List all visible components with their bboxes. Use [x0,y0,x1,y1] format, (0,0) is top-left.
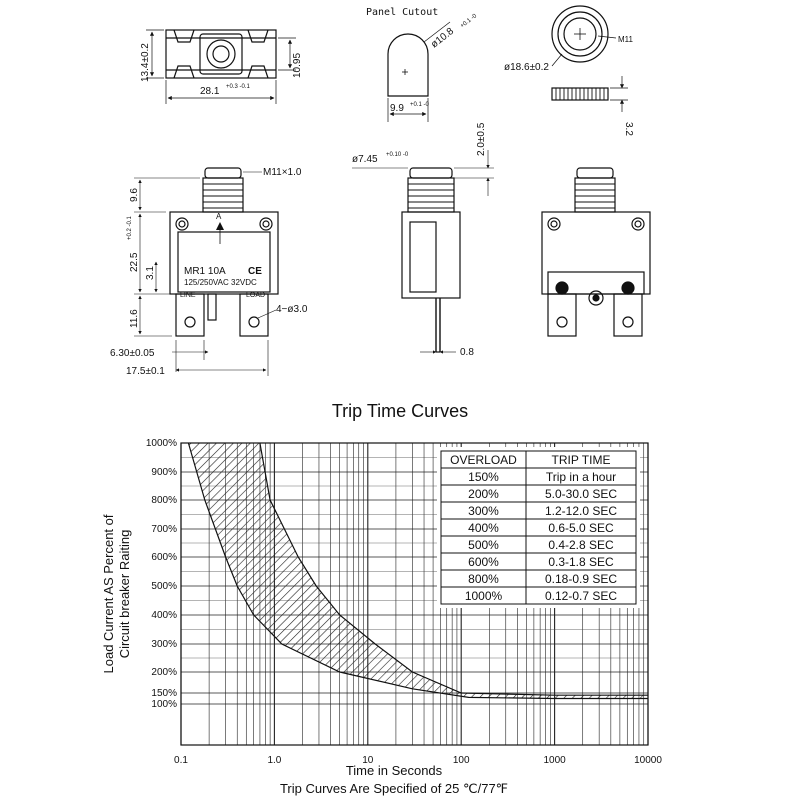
panel-cutout-shape [387,21,451,122]
table-cell: 5.0-30.0 SEC [545,487,617,501]
table-cell: 400% [468,521,499,535]
front-arrow-label: A [216,212,222,221]
top-height-dim: 13.4±0.2 [140,43,151,82]
cutout-flat-dim: 9.9 [390,103,404,114]
y-tick-label: 500% [151,581,177,592]
table-header-cell: OVERLOAD [450,453,517,467]
y-tick-label: 1000% [146,438,177,449]
trip-band-upper-curve [259,443,648,696]
y-axis-title-line2: Circuit breaker Raiting [117,530,132,659]
table-cell: 500% [468,538,499,552]
front-spacing-dim: 17.5±0.1 [126,366,165,377]
table-background [437,447,640,608]
cutout-diameter-dim: ø10.8 [429,26,456,51]
top-width-dim: 28.1 [200,86,220,97]
front-body-height-dim: 22.5 [129,252,140,272]
trip-band-lower-curve [187,443,648,700]
side-diameter-tol: +0.10 -0 [386,152,409,158]
front-mid-dim: 3.1 [145,266,156,280]
side-stroke-dim: 2.0±0.5 [476,122,487,156]
trip-time-table: OVERLOAD TRIP TIME 150% Trip in a hour 200% 5… [437,447,640,608]
table-cell: 300% [468,504,499,518]
side-view [352,150,494,354]
y-tick-label: 150% [151,688,177,699]
front-top-dim: 9.6 [129,188,140,202]
nut-thread-label: M11 [618,35,634,44]
trip-band-area [188,443,648,699]
label-line: LINE [180,292,196,299]
top-view [146,29,296,104]
table-cell: 600% [468,555,499,569]
front-hole-label: 4−ø3.0 [276,304,308,315]
y-tick-label: 300% [151,639,177,650]
table-cell: 800% [468,572,499,586]
nut-diameter-dim: ø18.6±0.2 [504,62,549,73]
table-cell: 150% [468,470,499,484]
y-tick-label: 700% [151,524,177,535]
y-tick-label: 200% [151,667,177,678]
y-tick-label: 800% [151,495,177,506]
table-frame [440,450,637,605]
x-tick-label: 1000 [543,755,566,766]
table-cell: 0.4-2.8 SEC [548,538,614,552]
nut-drawing [551,5,628,112]
nut-thickness-dim: 3.2 [623,122,634,136]
trip-time-chart: 0.1 1.0 10 100 1000 10000 1000% 900% 800% 700% 600… [101,438,662,796]
chart-axes: 0.1 1.0 10 100 1000 10000 1000% 900% 800% 700% 600… [146,438,662,766]
side-terminal-thickness-dim: 0.8 [460,347,474,358]
panel-cutout-label: Panel Cutout [366,7,438,18]
table-cell: 0.3-1.8 SEC [548,555,614,569]
side-diameter-dim: ø7.45 [352,154,378,165]
table-cell: Trip in a hour [546,470,616,484]
front-thread-label: M11×1.0 [263,167,302,178]
top-width-tol: +0.3 -0.1 [226,84,251,90]
x-tick-label: 10 [362,755,374,766]
x-axis-title: Time in Seconds [346,763,443,778]
x-tick-label: 1.0 [267,755,281,766]
y-tick-label: 900% [151,467,177,478]
rear-view [541,167,651,337]
x-tick-label: 100 [453,755,470,766]
x-tick-label: 0.1 [174,755,188,766]
table-cell: 200% [468,487,499,501]
mechanical-drawings: Panel Cutout 13.4±0.2 10.95 28.1 +0.3 -0… [110,5,651,377]
chart-title: Trip Time Curves [331,401,469,421]
cutout-flat-tol: +0.1 -0 [410,102,430,108]
y-tick-label: 100% [151,699,177,710]
front-body-height-tol: +0.2 -0.1 [127,215,133,240]
y-tick-label: 600% [151,552,177,563]
y-tick-label: 400% [151,610,177,621]
table-cell: 0.12-0.7 SEC [545,589,617,603]
table-cell: 1000% [465,589,503,603]
label-load: LOAD [246,292,265,299]
label-voltage: 125/250VAC 32VDC [184,278,257,287]
trip-band-group [187,443,648,700]
table-cell: 1.2-12.0 SEC [545,504,617,518]
front-terminal-dim: 11.6 [129,309,140,328]
x-tick-label: 10000 [634,755,662,766]
plot-frame [180,442,649,746]
table-header-cell: TRIP TIME [552,453,611,467]
table-cell: 0.6-5.0 SEC [548,521,614,535]
top-inner-height-dim: 10.95 [292,53,303,78]
cutout-diameter-tol: +0.1 -0 [460,13,479,30]
label-rating: MR1 10A [184,266,226,277]
chart-footnote: Trip Curves Are Specified of 25 ℃/77℉ [280,781,508,796]
front-terminal-width-dim: 6.30±0.05 [110,348,155,359]
label-ce-mark: CE [248,266,262,277]
y-axis-title-line1: Load Current AS Percent of [101,514,116,673]
front-view [134,167,279,376]
table-cell: 0.18-0.9 SEC [545,572,617,586]
